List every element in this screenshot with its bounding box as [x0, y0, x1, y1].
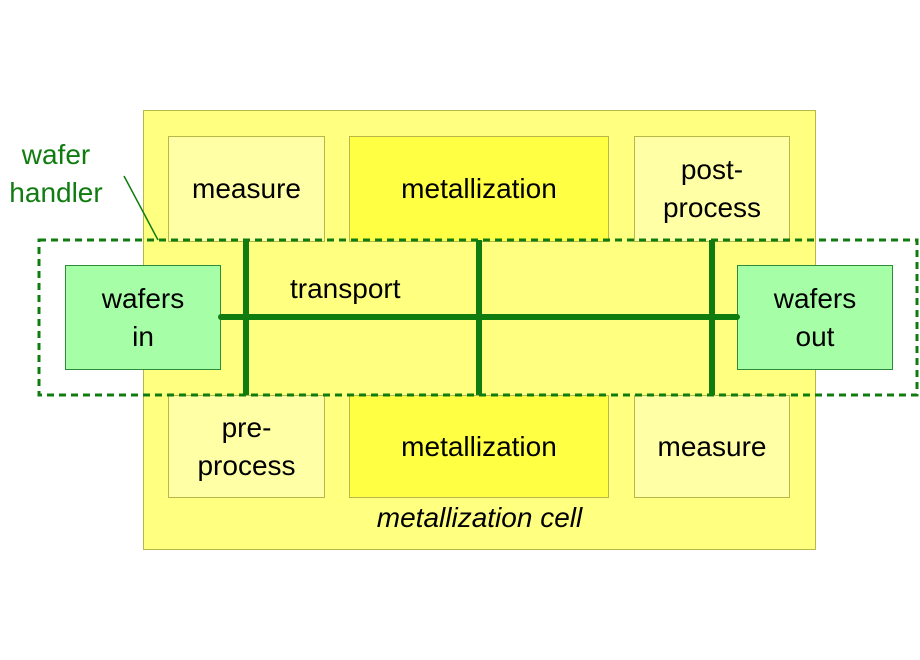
station-metallization-bottom-label: metallization — [401, 430, 557, 462]
station-measure-top: measure — [168, 136, 325, 242]
station-measure-top-label: measure — [192, 173, 301, 204]
station-post-process-label: post- process — [662, 154, 762, 223]
wafers-in-box: wafers in — [65, 265, 221, 370]
station-metallization-bottom: metallization — [349, 395, 609, 498]
wafer-handler-label: wafer handler — [9, 139, 103, 208]
wafers-out-label: wafers out — [773, 282, 857, 352]
wafers-out-box: wafers out — [737, 265, 893, 370]
transport-label: transport — [290, 273, 401, 304]
metallization-cell-label: metallization cell — [376, 502, 583, 533]
station-measure-bottom-label: measure — [657, 430, 767, 462]
wafers-in-label: wafers in — [101, 282, 185, 352]
handler-leader-line — [123, 175, 159, 241]
station-pre-process-label: pre- process — [197, 411, 296, 481]
station-metallization-top-label: metallization — [401, 173, 557, 204]
station-measure-bottom: measure — [634, 395, 790, 498]
station-metallization-top: metallization — [349, 136, 609, 242]
station-pre-process: pre- process — [168, 395, 325, 498]
